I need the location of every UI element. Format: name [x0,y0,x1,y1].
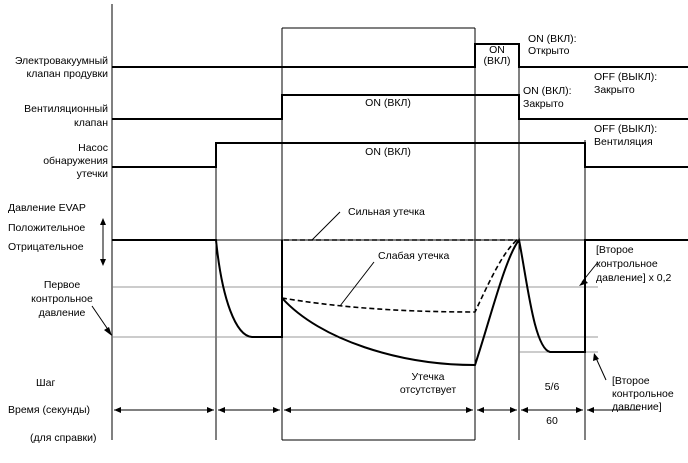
second-ref-arrow [593,353,607,381]
small-leak-pressure-curve [281,239,518,313]
second-ref-factor-label-2: контрольное [596,258,658,270]
purge-on-open-label-1: ON (ВКЛ): [528,33,577,45]
second-ref-factor-label-3: давление] x 0,2 [596,272,672,284]
pressure-section: Давление EVAP Положительное Отрицательно… [8,202,688,413]
large-leak-label: Сильная утечка [348,206,425,218]
purge-on-label-1: ON [489,44,505,56]
vent-valve-label-2: клапан [74,117,108,129]
vent-valve-label-1: Вентиляционный [24,103,108,115]
second-ref-label-2: контрольное [612,388,674,400]
timing-grid [111,4,586,441]
purge-valve-label-1: Электровакуумный [15,55,108,67]
first-ref-arrow [91,305,112,336]
purge-valve-waveform [112,43,688,68]
off-vent-label-2: Вентиляция [594,136,653,148]
time-interval-arrows [114,407,640,413]
second-ref-factor-label-1: [Второе [596,244,634,256]
off-closed-label-2: Закрыто [594,84,635,96]
no-leak-label-1: Утечка [412,371,445,383]
second-ref-label-3: давление] [612,401,662,413]
time-label: Время (секунды) [8,404,90,416]
pressure-positive-label: Положительное [8,222,85,234]
small-leak-leader [339,261,375,307]
small-leak-label: Слабая утечка [378,250,449,262]
time-note: (для справки) [30,432,97,444]
leak-pump-label-3: утечки [77,168,108,180]
second-ref-label-1: [Второе [612,375,650,387]
off-vent-label-1: OFF (ВЫКЛ): [594,123,657,135]
purge-valve-label-2: клапан продувки [27,68,109,80]
leak-pump-label-1: Насос [78,142,108,154]
no-leak-label-2: отсутствует [400,384,457,396]
large-leak-leader [311,211,341,241]
pressure-title: Давление EVAP [8,202,86,214]
off-closed-label-1: OFF (ВЫКЛ): [594,71,657,83]
step-label: Шаг [36,377,55,389]
step-row: Шаг 5/6 [36,377,559,393]
vent-on-closed-label-1: ON (ВКЛ): [523,85,572,97]
time-value: 60 [546,415,558,427]
leak-pump-label-2: обнаружения [43,155,108,167]
pump-on-label: ON (ВКЛ) [365,146,411,158]
purge-valve-row: Электровакуумный клапан продувки ON (ВКЛ… [15,33,688,80]
vent-on-closed-label-2: Закрыто [523,98,564,110]
vent-valve-row: Вентиляционный клапан ON (ВКЛ) ON (ВКЛ):… [24,71,688,129]
time-row: Время (секунды) (для справки) 60 [8,404,640,444]
purge-on-open-label-2: Открыто [528,45,570,57]
first-ref-label-3: давление [39,307,86,319]
pressure-negative-label: Отрицательное [8,241,84,253]
step-value: 5/6 [545,381,560,393]
purge-on-label-2: (ВКЛ) [483,55,510,67]
first-ref-label-1: Первое [44,279,81,291]
vent-on-label: ON (ВКЛ) [365,97,411,109]
first-ref-label-2: контрольное [31,293,93,305]
pressure-direction-arrow [100,218,106,266]
leak-pump-waveform [112,142,688,168]
second-ref-factor-arrow [579,261,599,286]
no-leak-pressure-curve [112,237,688,367]
vent-valve-waveform [112,94,688,120]
leak-pump-row: Насос обнаружения утечки ON (ВКЛ) OFF (В… [43,123,688,180]
